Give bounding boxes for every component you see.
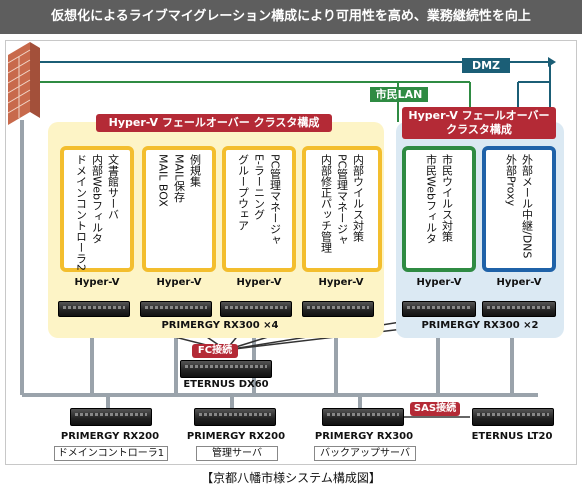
vm-label: 外部メール中継/DNS (520, 154, 534, 259)
diagram-caption: 【京都八幡市様システム構成図】 (201, 471, 381, 485)
rack-server-icon (220, 301, 292, 317)
vm-label: MAIL BOX (156, 154, 170, 207)
right-server-group-label: PRIMERGY RX300 ×2 (421, 320, 539, 331)
vm-label: ドメインコントローラ2 (74, 154, 88, 271)
rack-server-icon (70, 408, 152, 426)
tape-library-icon (472, 408, 554, 426)
vm-label: PC管理マネージャ (268, 154, 282, 246)
left-server-group-label: PRIMERGY RX300 ×4 (161, 320, 279, 331)
rack-server-icon (302, 301, 374, 317)
rack-server-icon (194, 408, 276, 426)
vm-label: 内部ウイルス対策 (351, 154, 365, 242)
vm-card-1: 文書館サーバ 内部Webフィルタ ドメインコントローラ2 (60, 146, 134, 272)
hyperv-label: Hyper-V (416, 277, 462, 288)
rack-server-icon (482, 301, 556, 317)
sas-connection-label: SAS接続 (410, 402, 460, 416)
lan-tag: 市民LAN (370, 87, 428, 102)
vm-label: PC管理マネージャ (335, 154, 349, 246)
vm-card-2: 例規集 MAIL保存 MAIL BOX (142, 146, 216, 272)
vm-label: E-ラーニング (252, 154, 266, 220)
rack-server-icon (58, 301, 130, 317)
firewall-icon (7, 42, 40, 125)
hyperv-label: Hyper-V (236, 277, 282, 288)
vm-label: MAIL保存 (172, 154, 186, 203)
vm-label: 外部Proxy (504, 154, 518, 207)
rack-server-icon (402, 301, 476, 317)
hyperv-label: Hyper-V (74, 277, 120, 288)
vm-label: 市民ウイルス対策 (440, 154, 454, 242)
vm-label: 例規集 (188, 154, 202, 187)
vm-card-3: PC管理マネージャ E-ラーニング グループウェア (222, 146, 296, 272)
vm-card-4: 内部ウイルス対策 PC管理マネージャ 内部修正パッチ管理 (302, 146, 382, 272)
hyperv-label: Hyper-V (156, 277, 202, 288)
bottom-server-model: PRIMERGY RX200 (186, 431, 286, 442)
bottom-server-role: ドメインコントローラ1 (54, 446, 168, 461)
bottom-server-model: ETERNUS LT20 (471, 431, 553, 442)
vm-label: 文書館サーバ (106, 154, 120, 220)
page-title: 仮想化によるライブマイグレーション構成により可用性を高め、業務継続性を向上 (0, 0, 582, 34)
right-cluster-label-line2: クラスタ構成 (446, 123, 512, 136)
right-cluster-label-line1: Hyper-V フェールオーバー (408, 109, 550, 122)
fc-connection-label: FC接続 (192, 344, 238, 358)
storage-array-icon (180, 360, 272, 378)
hyperv-label: Hyper-V (496, 277, 542, 288)
diagram-frame (5, 40, 577, 465)
vm-card-6: 外部メール中継/DNS 外部Proxy (482, 146, 556, 272)
bottom-server-model: PRIMERGY RX300 (314, 431, 414, 442)
left-cluster-label: Hyper-V フェールオーバー クラスタ構成 (96, 114, 332, 132)
rack-server-icon (322, 408, 404, 426)
rack-server-icon (140, 301, 212, 317)
vm-card-5: 市民ウイルス対策 市民Webフィルタ (402, 146, 476, 272)
storage-label: ETERNUS DX60 (183, 379, 269, 390)
vm-label: 内部修正パッチ管理 (319, 154, 333, 253)
vm-label: グループウェア (236, 154, 250, 231)
vm-label: 内部Webフィルタ (90, 154, 104, 244)
bottom-server-role: 管理サーバ (196, 446, 278, 461)
right-cluster-label: Hyper-V フェールオーバー クラスタ構成 (402, 107, 556, 139)
vm-label: 市民Webフィルタ (424, 154, 438, 244)
hyperv-label: Hyper-V (318, 277, 364, 288)
bottom-server-role: バックアップサーバ (314, 446, 416, 461)
dmz-tag: DMZ (462, 58, 510, 73)
bottom-server-model: PRIMERGY RX200 (60, 431, 160, 442)
